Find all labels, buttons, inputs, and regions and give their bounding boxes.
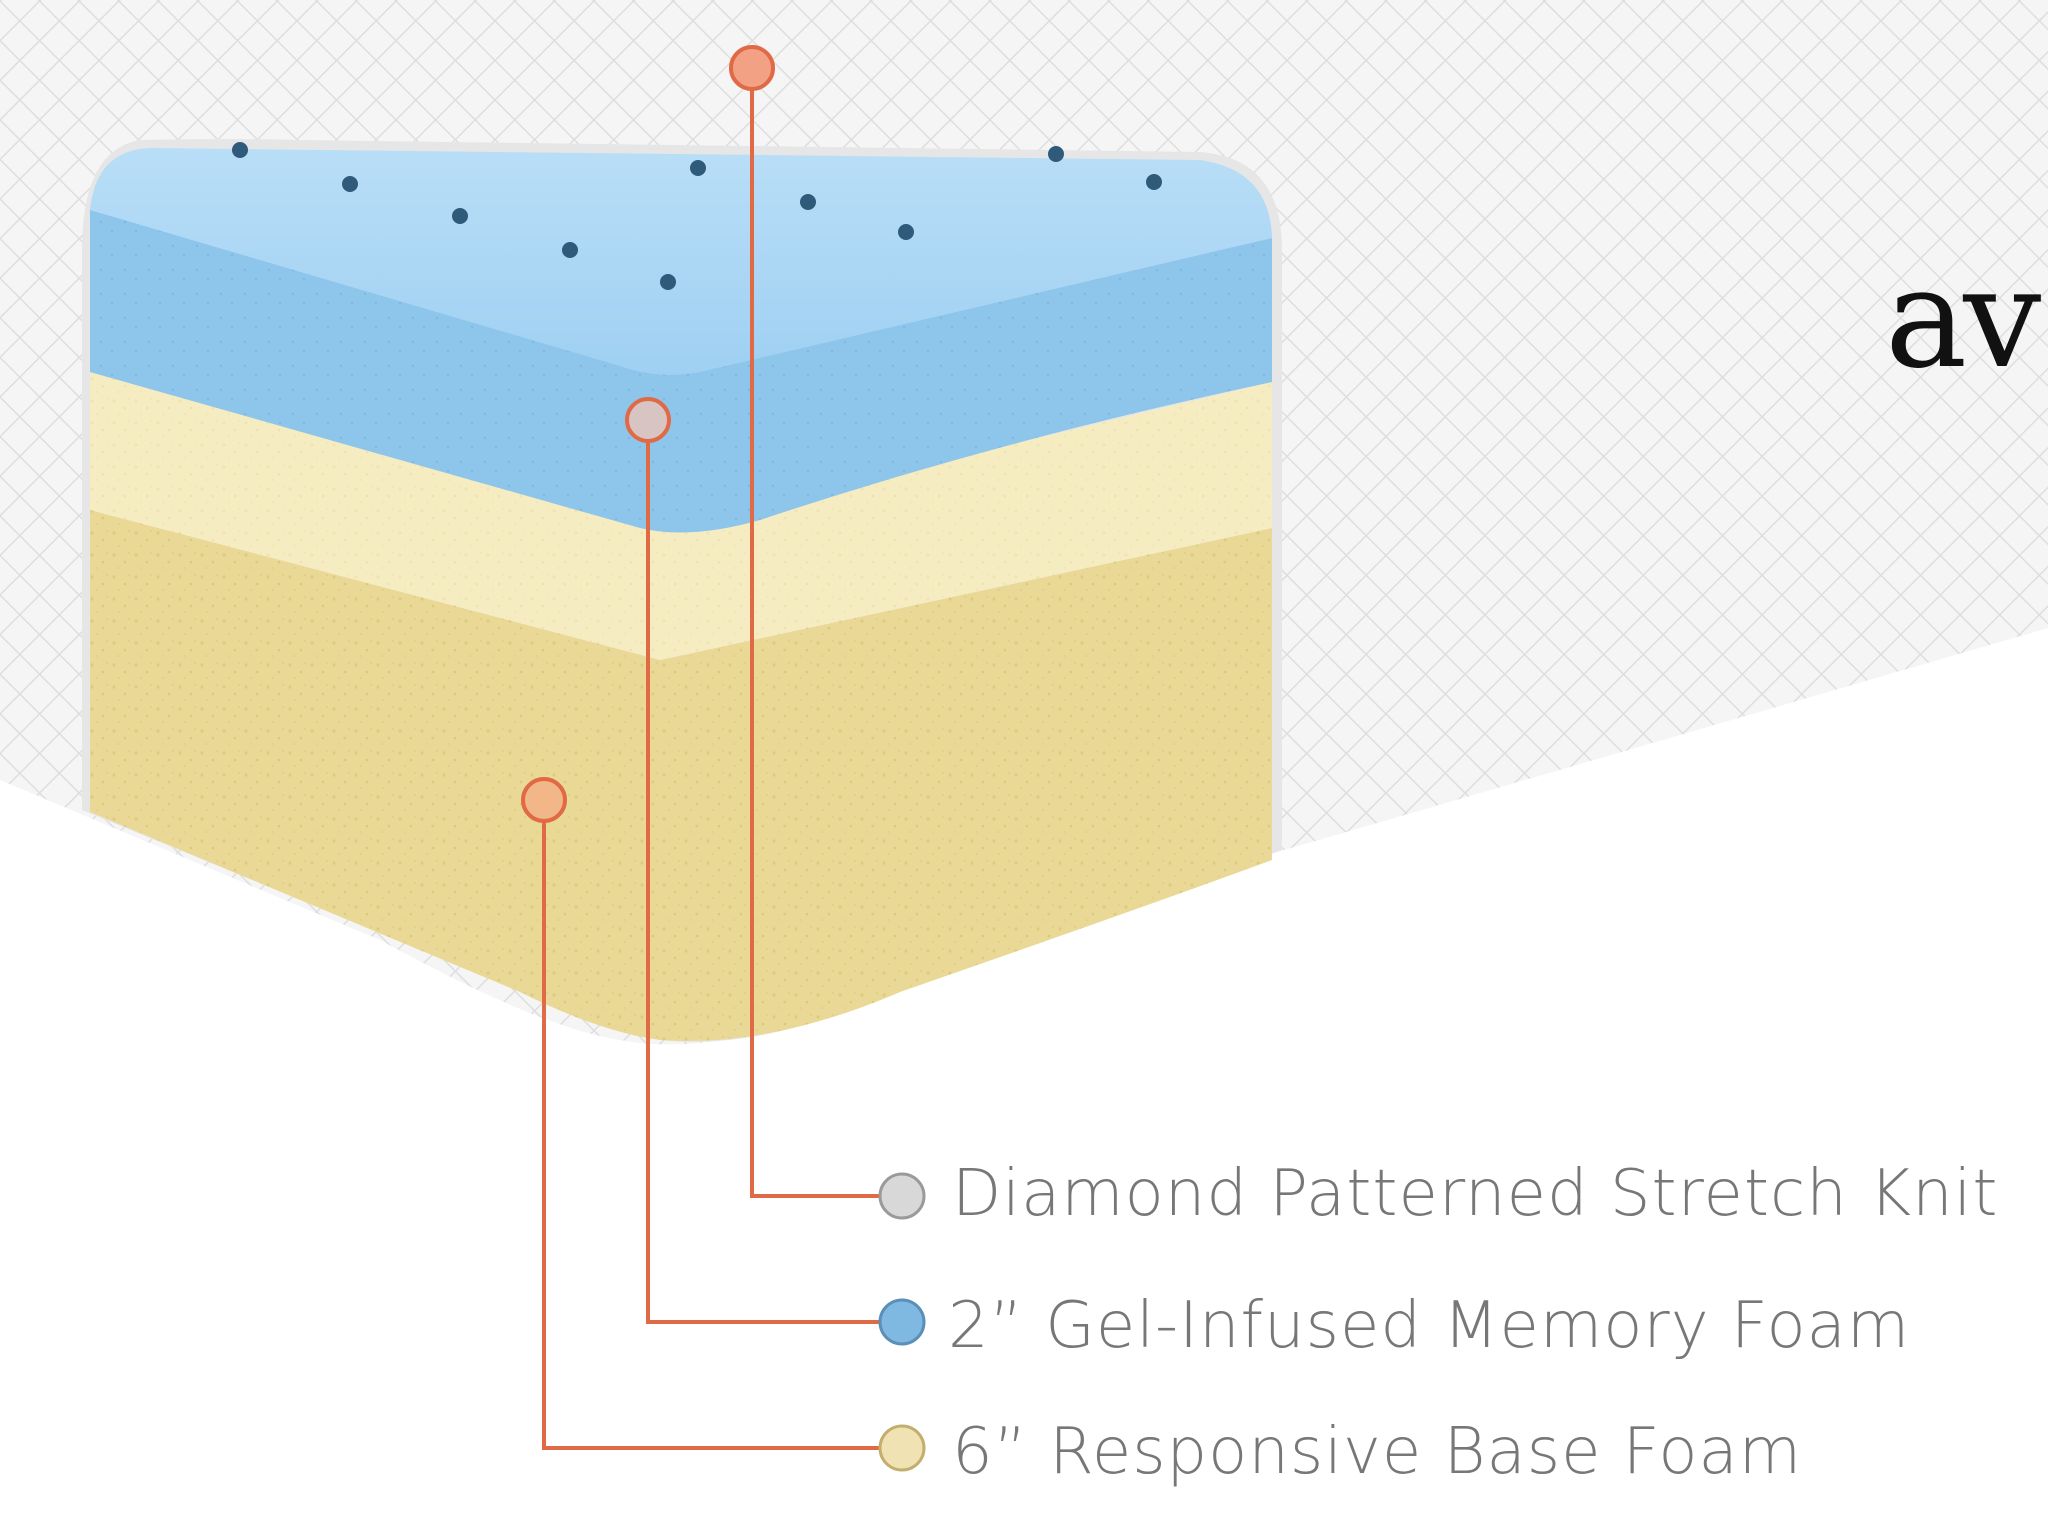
leader-line-base [542,800,880,1450]
base-foam-texture [90,510,1272,1041]
comfort-foam-texture [90,372,1272,660]
gel-anchor-point [625,397,671,443]
legend-label-gel: 2” Gel-Infused Memory Foam [948,1289,1911,1363]
leader-lines [542,68,880,1450]
gel-beads [232,142,1162,290]
brand-logo: av [1885,238,2041,399]
base-anchor-point [521,777,567,823]
base-swatch [878,1424,926,1472]
knit-swatch [878,1172,926,1220]
knit-anchor-point [729,45,775,91]
leader-line-gel [646,420,880,1324]
leader-line-knit [750,68,880,1198]
gel-swatch [878,1298,926,1346]
legend-label-base: 6” Responsive Base Foam [952,1415,1803,1489]
legend-label-knit: Diamond Patterned Stretch Knit [952,1157,1999,1231]
gel-top-surface [90,148,1272,375]
